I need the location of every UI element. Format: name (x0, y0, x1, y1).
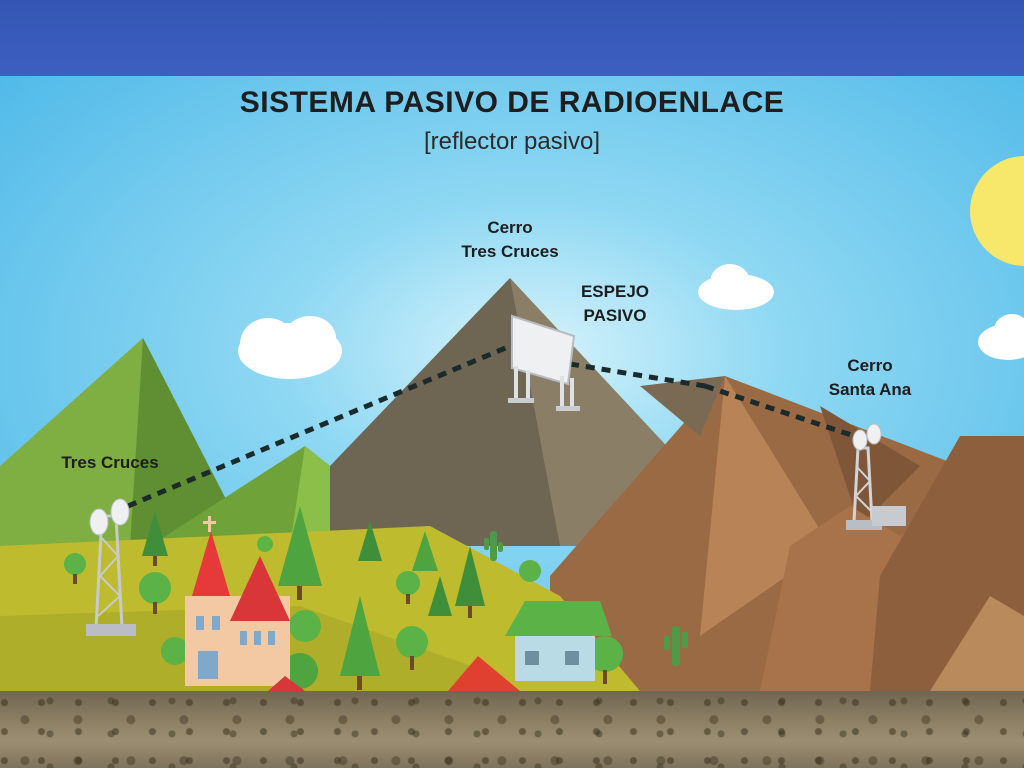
antenna-tower-tres-cruces (86, 498, 136, 636)
label-cerro-tres-cruces: Cerro Tres Cruces (440, 216, 580, 264)
passive-mirror (508, 314, 580, 411)
label-espejo-pasivo: ESPEJO PASIVO (555, 280, 675, 328)
label-line: Tres Cruces (461, 242, 559, 261)
cloud-left (238, 316, 342, 379)
label-line: Santa Ana (828, 380, 912, 399)
diagram-title: SISTEMA PASIVO DE RADIOENLACE (239, 86, 785, 119)
cloud-center (698, 264, 774, 310)
radio-link-tres-cruces-to-mirror (127, 341, 516, 509)
header-band (0, 0, 1024, 76)
scene-illustration (0, 76, 1024, 691)
ground-photo-strip (0, 691, 1024, 768)
label-line: Cerro (487, 218, 533, 237)
radio-link-mirror-to-santa-ana (704, 383, 861, 441)
label-line: PASIVO (583, 306, 647, 325)
roof-bottom (448, 656, 520, 691)
cacti (484, 531, 688, 666)
scene-svg (0, 76, 1024, 691)
house (505, 601, 612, 681)
label-line: Cerro (847, 356, 893, 375)
antenna-tower-santa-ana (846, 423, 906, 530)
radio-link-mirror-segment (569, 361, 706, 389)
church (185, 516, 290, 686)
label-line: ESPEJO (580, 282, 650, 301)
diagram-subtitle: [reflector pasivo] (423, 128, 601, 155)
label-cerro-santa-ana: Cerro Santa Ana (800, 354, 940, 402)
sun (970, 156, 1024, 266)
label-tres-cruces: Tres Cruces (61, 453, 159, 472)
cloud-right (978, 314, 1024, 360)
trees (64, 506, 623, 690)
